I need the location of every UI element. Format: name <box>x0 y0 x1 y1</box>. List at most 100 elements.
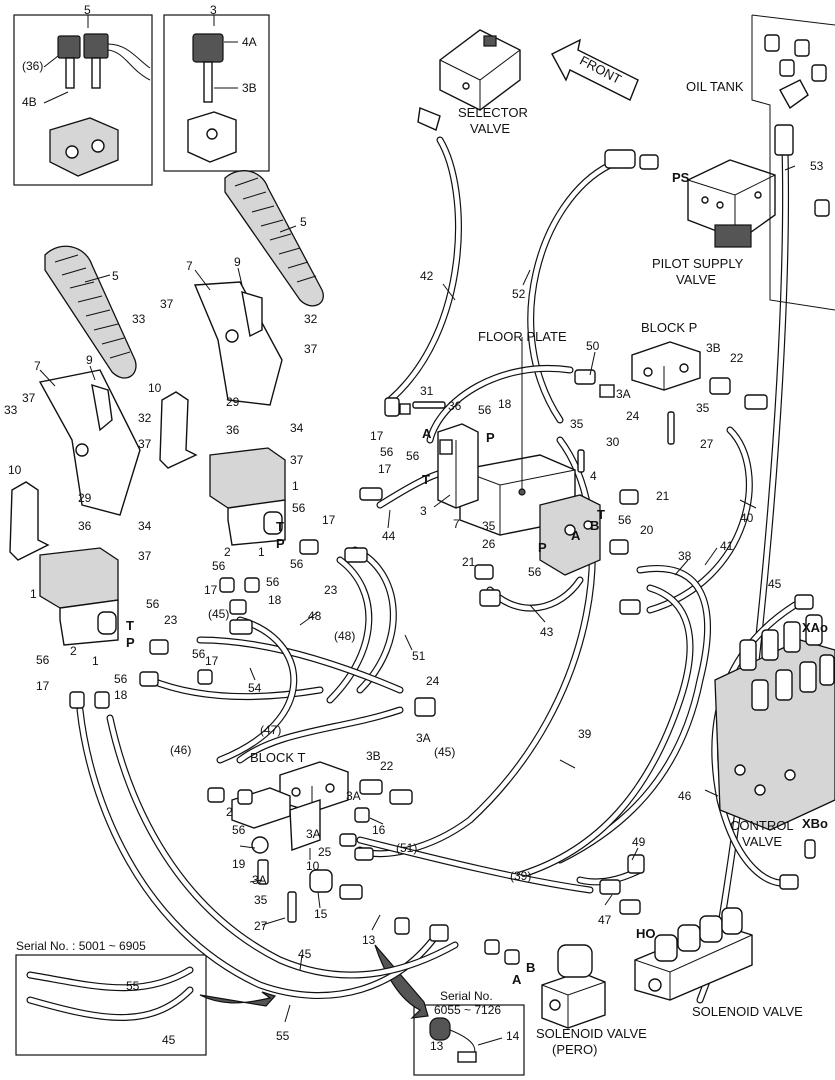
callout: 7 <box>34 359 41 373</box>
callout: 37 <box>22 391 36 405</box>
callout: 3A <box>306 827 321 841</box>
callout: 56 <box>212 559 226 573</box>
callout: 1 <box>292 479 299 493</box>
port-label: HO <box>636 926 656 941</box>
control-valve-label-1: CONTROL <box>730 818 794 833</box>
callout: 32 <box>138 411 152 425</box>
callout: 37 <box>304 342 318 356</box>
fittings <box>69 124 816 965</box>
callout: 3B <box>706 341 721 355</box>
callout: 56 <box>290 557 304 571</box>
callout: 14 <box>506 1029 520 1043</box>
leader-lines <box>39 165 796 1046</box>
callout: 13 <box>430 1039 444 1053</box>
callout: 56 <box>192 647 206 661</box>
callout: 30 <box>606 435 620 449</box>
callout: 56 <box>406 449 420 463</box>
callout: 17 <box>205 654 219 668</box>
callout: 49 <box>632 835 646 849</box>
callout: 10 <box>306 859 320 873</box>
callout: 46 <box>678 789 692 803</box>
pilot-supply-label-1: PILOT SUPPLY <box>652 256 744 271</box>
front-arrow <box>551 38 639 101</box>
inset-box-serial-2 <box>374 944 525 1076</box>
port-label: A <box>422 426 432 441</box>
callout: 56 <box>478 403 492 417</box>
pilot-supply-valve <box>687 159 776 248</box>
callout: 41 <box>720 539 734 553</box>
callout: 29 <box>78 491 92 505</box>
callout: (47) <box>260 723 281 737</box>
selector-valve-label-1: SELECTOR <box>458 105 528 120</box>
callout: 16 <box>372 823 386 837</box>
callout: 15 <box>314 907 328 921</box>
selector-block-3 <box>437 423 479 509</box>
callout: 9 <box>234 255 241 269</box>
callout: 52 <box>512 287 526 301</box>
callout: 33 <box>4 403 18 417</box>
callout: 37 <box>138 549 152 563</box>
pedal-bracket-left <box>38 369 141 516</box>
callout: 22 <box>730 351 744 365</box>
callout: 55 <box>276 1029 290 1043</box>
port-label: P <box>538 540 547 555</box>
serial-inset-label-2: 6055 ~ 7126 <box>434 1003 501 1017</box>
callout: 45 <box>768 577 782 591</box>
port-label: A <box>512 972 522 987</box>
callout: 3A <box>252 873 267 887</box>
remote-valve-left <box>39 547 119 646</box>
callout: 56 <box>292 501 306 515</box>
callout: 29 <box>226 395 240 409</box>
callout: 42 <box>420 269 434 283</box>
callout: 20 <box>640 523 654 537</box>
callout: 56 <box>146 597 160 611</box>
callout: 37 <box>138 437 152 451</box>
callout: 56 <box>618 513 632 527</box>
bracket-10-right <box>159 391 198 469</box>
callout: 2 <box>70 644 77 658</box>
callout: 55 <box>126 979 140 993</box>
callout: 17 <box>204 583 218 597</box>
solenoid-valve <box>634 907 753 1001</box>
callout: 5 <box>84 3 91 17</box>
port-label: T <box>276 519 284 534</box>
callout: 23 <box>164 613 178 627</box>
solenoid-valve-pero <box>541 944 606 1029</box>
callout: 18 <box>268 593 282 607</box>
callout: 17 <box>322 513 336 527</box>
port-label: P <box>126 635 135 650</box>
callout: 35 <box>482 519 496 533</box>
port-label: T <box>422 472 430 487</box>
callout: 4 <box>590 469 597 483</box>
callout: 34 <box>138 519 152 533</box>
callout: 37 <box>160 297 174 311</box>
callout: 27 <box>254 919 268 933</box>
callout: 3A <box>616 387 631 401</box>
callout: (36) <box>22 59 43 73</box>
callout: 3 <box>420 504 427 518</box>
pedal-left <box>44 245 137 379</box>
callout: 7 <box>186 259 193 273</box>
callout: 3A <box>416 731 431 745</box>
callout: 17 <box>36 679 50 693</box>
callout: (46) <box>170 743 191 757</box>
callout: 10 <box>148 381 162 395</box>
callout: 5 <box>112 269 119 283</box>
callout: 33 <box>132 312 146 326</box>
callout: 1 <box>92 654 99 668</box>
port-label: A <box>571 528 581 543</box>
solenoid-pero-label-2: (PERO) <box>552 1042 598 1057</box>
block-t <box>279 761 349 851</box>
callout: 13 <box>362 933 376 947</box>
control-valve <box>714 614 835 831</box>
callout: 45 <box>162 1033 176 1047</box>
callout: 2 <box>226 805 233 819</box>
callout: 35 <box>570 417 584 431</box>
callout: 27 <box>700 437 714 451</box>
callout: 44 <box>382 529 396 543</box>
callout: 50 <box>586 339 600 353</box>
callout: (39) <box>510 869 531 883</box>
bracket-10-left <box>9 481 50 561</box>
callout: 36 <box>226 423 240 437</box>
callout: 56 <box>232 823 246 837</box>
